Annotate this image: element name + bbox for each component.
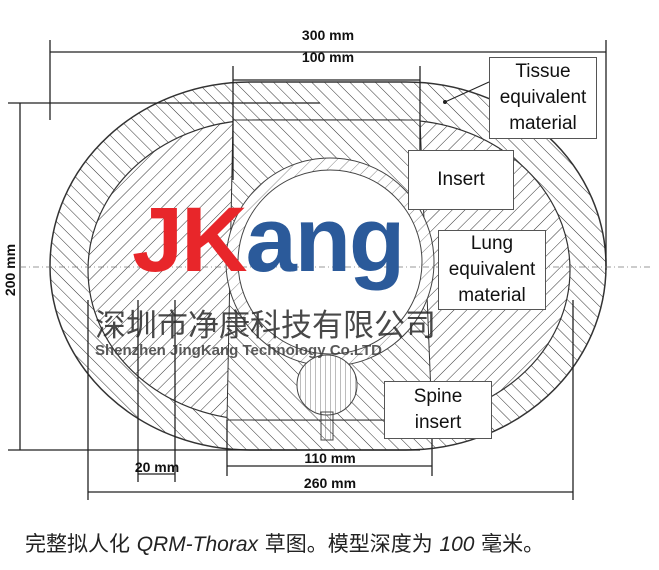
dim-200: 200 mm <box>2 244 18 296</box>
label-spine: Spine insert <box>384 381 492 439</box>
caption-depth: 100 <box>439 533 475 556</box>
dim-110: 110 mm <box>304 450 355 466</box>
label-text: equivalent <box>448 259 536 280</box>
label-lung: Lung equivalent material <box>438 230 546 310</box>
label-text: Lung <box>470 233 514 254</box>
figure-caption: 完整拟人化 QRM-Thorax 草图。模型深度为 100 毫米。 <box>25 528 544 558</box>
label-text: Spine <box>413 386 463 407</box>
dim-260: 260 mm <box>304 475 356 491</box>
watermark-company-en: Shenzhen JingKang Technology Co.LTD <box>95 342 382 359</box>
dim-20: 20 mm <box>135 459 179 475</box>
label-tissue: Tissue equivalent material <box>489 57 597 139</box>
caption-text: 毫米。 <box>474 532 545 556</box>
dim-300: 300 mm <box>302 27 354 43</box>
label-insert: Insert <box>408 150 514 210</box>
watermark-logo: JKang <box>132 189 406 291</box>
logo-jk: JK <box>132 189 248 291</box>
caption-text: 完整拟人化 <box>25 532 137 556</box>
label-text: Insert <box>437 169 485 190</box>
label-text: equivalent <box>499 87 587 108</box>
insert-circle <box>237 169 423 355</box>
label-text: material <box>509 113 577 134</box>
caption-text: 草图。模型深度为 <box>258 532 440 556</box>
dimension-lines <box>8 40 650 500</box>
dim-100: 100 mm <box>302 49 354 65</box>
label-text: material <box>458 285 526 306</box>
label-text: insert <box>414 412 462 433</box>
logo-ang: ang <box>245 189 406 291</box>
spine-stem <box>320 411 334 441</box>
watermark-company-cn: 深圳市净康科技有限公司 <box>95 308 436 344</box>
label-text: Tissue <box>515 61 571 82</box>
caption-model: QRM-Thorax <box>136 533 259 556</box>
